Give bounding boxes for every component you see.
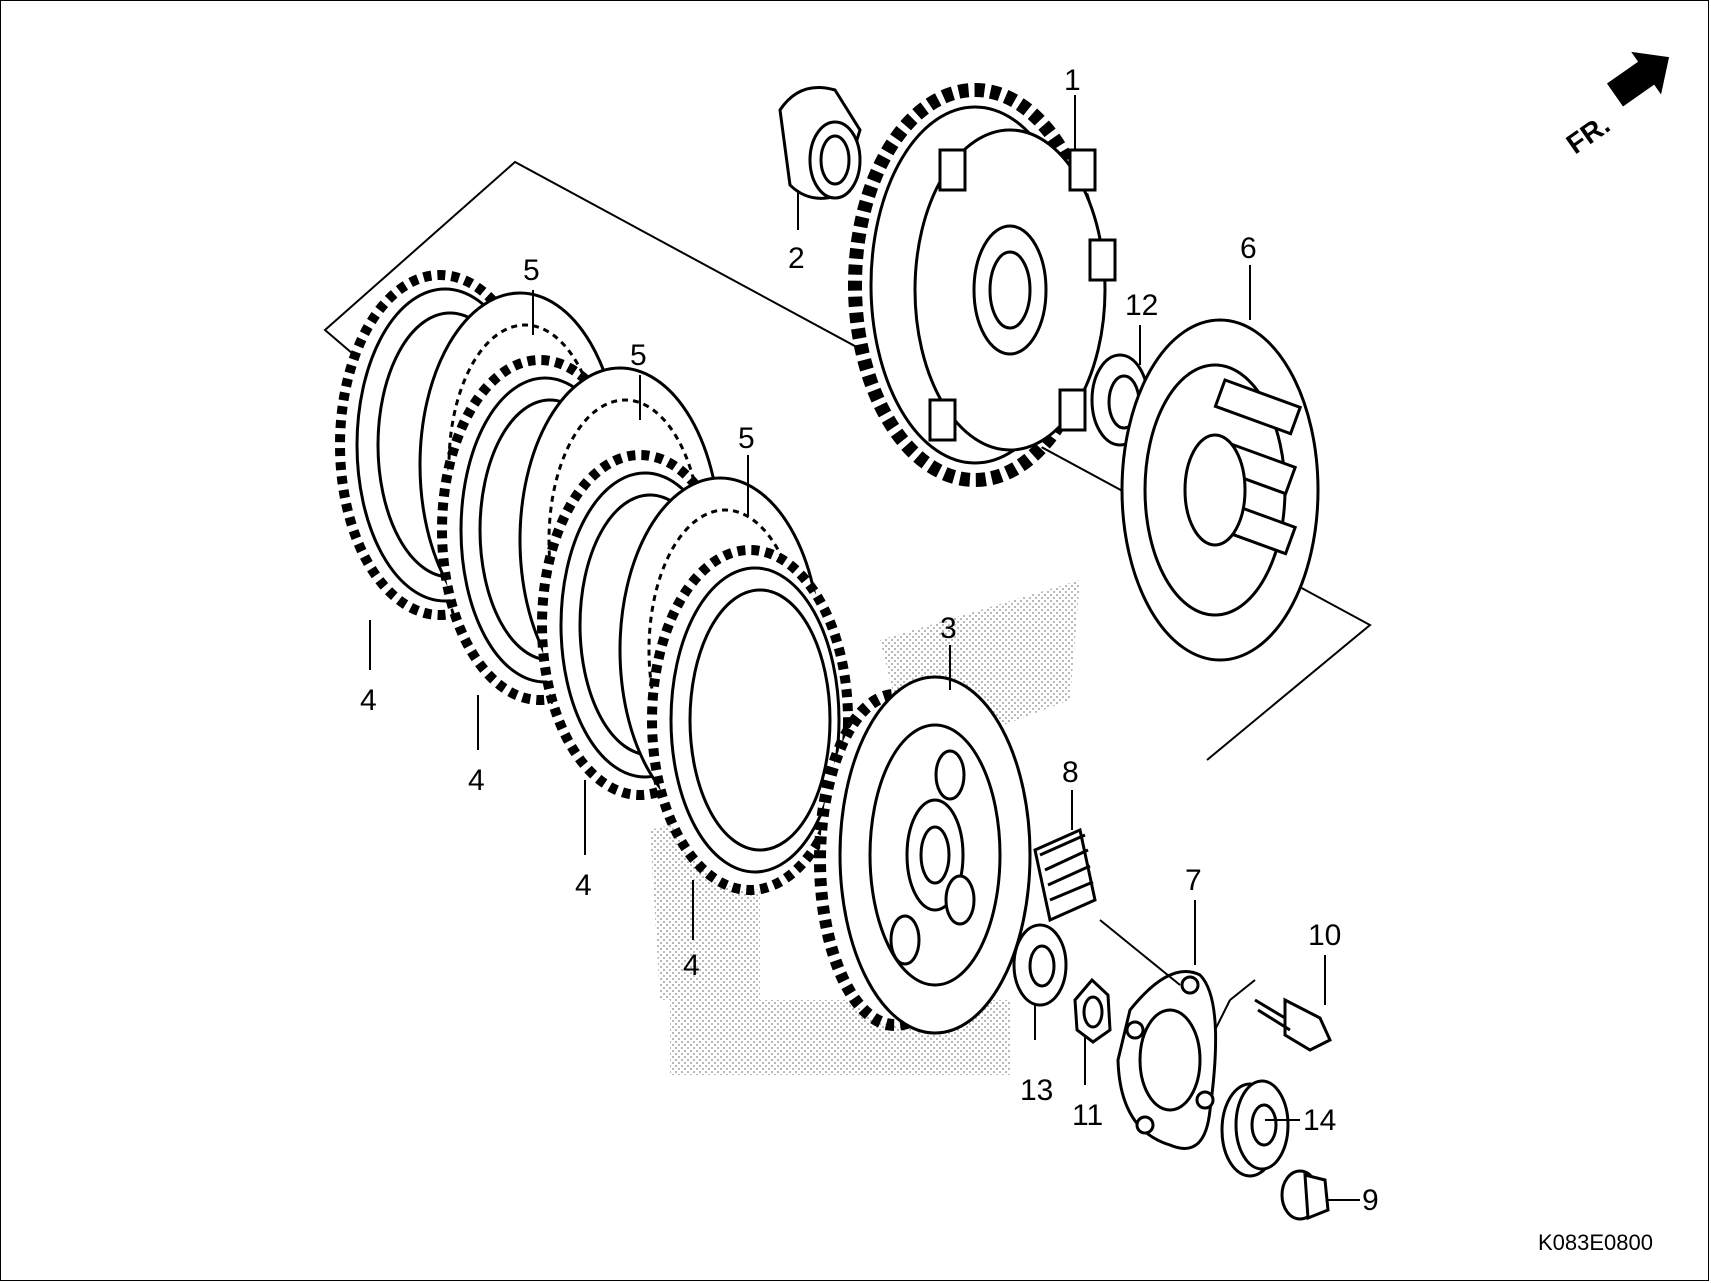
callout-5b: 5 (630, 339, 647, 372)
callout-8: 8 (1062, 756, 1079, 789)
part-pressure-plate (1120, 318, 1320, 662)
callout-4b: 4 (468, 764, 485, 797)
callout-12: 12 (1125, 289, 1158, 322)
part-code: K083E0800 (1538, 1230, 1653, 1255)
part-clutch-center (814, 675, 1032, 1035)
callout-4d: 4 (683, 949, 700, 982)
callout-2: 2 (788, 242, 805, 275)
callout-11: 11 (1072, 1099, 1103, 1132)
callout-1: 1 (1064, 64, 1081, 97)
callout-4a: 4 (360, 684, 377, 717)
callout-5c: 5 (738, 422, 755, 455)
part-lifter-plate (1116, 970, 1218, 1150)
callout-3: 3 (940, 612, 957, 645)
fr-label: FR. (1561, 109, 1616, 160)
callout-13: 13 (1020, 1074, 1053, 1107)
callout-7: 7 (1185, 864, 1202, 897)
part-nut (1073, 977, 1112, 1044)
assembly-bracket (323, 160, 1372, 761)
part-clutch-outer (848, 83, 1117, 487)
callout-5a: 5 (523, 254, 540, 287)
callout-10: 10 (1308, 919, 1341, 952)
callout-6: 6 (1240, 232, 1257, 265)
part-spring (1033, 827, 1097, 923)
part-pin (1280, 1169, 1330, 1221)
callout-labels: 1 2 3 4 4 4 4 5 5 5 6 7 8 9 10 11 12 13 … (360, 64, 1379, 1217)
part-bearing (1220, 1079, 1290, 1178)
callout-4c: 4 (575, 869, 592, 902)
callout-14: 14 (1303, 1104, 1336, 1137)
part-washer-13 (1012, 923, 1068, 1007)
part-bolt (1254, 997, 1332, 1052)
leader-lines (369, 95, 1360, 1201)
part-collar (778, 86, 862, 200)
front-direction-arrow: FR. (1561, 51, 1670, 160)
clutch-plate-stack (335, 270, 853, 895)
callout-9: 9 (1362, 1184, 1379, 1217)
